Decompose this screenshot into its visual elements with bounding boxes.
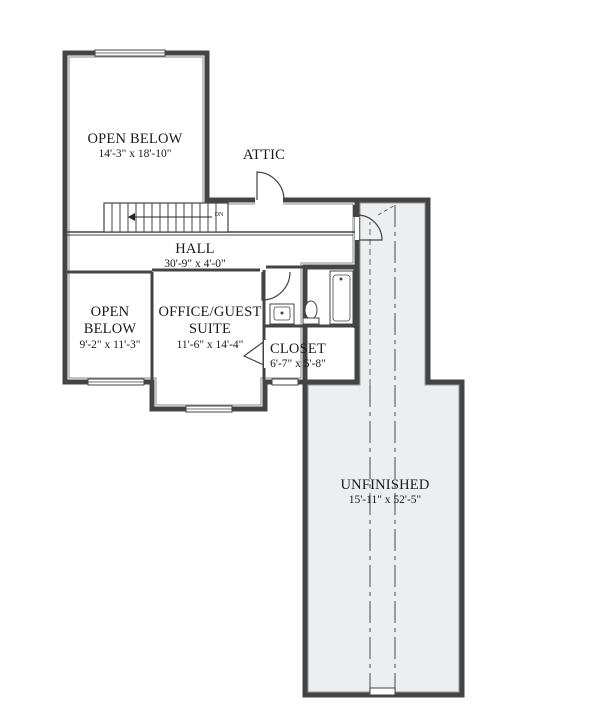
room-name-unfinished: UNFINISHED (340, 477, 430, 493)
room-name-closet: CLOSET (270, 341, 326, 357)
toilet (304, 300, 318, 320)
wall-stub-bath (353, 205, 359, 217)
room-dims-open-below-top: 14'-3" x 18'-10" (98, 148, 172, 160)
bathroom-fixtures (269, 270, 354, 325)
room-dims-closet: 6'-7" x 5'-8" (270, 358, 326, 370)
room-name-office-2: SUITE (188, 321, 232, 337)
room-name-open-below-left-2: BELOW (83, 321, 137, 337)
ridge-line-top (377, 204, 396, 216)
attic-access-opening (369, 687, 396, 696)
attic-door-swing (256, 171, 285, 201)
room-name-hall: HALL (175, 241, 215, 257)
stair (103, 202, 229, 233)
stair-arrow-head (128, 213, 135, 221)
window-closet (271, 378, 299, 386)
room-dims-office: 11'-6" x 14'-4" (176, 339, 244, 351)
bath-door-swing (356, 214, 383, 241)
room-name-open-below-top: OPEN BELOW (87, 131, 183, 147)
stair-direction-label: DN (214, 212, 224, 218)
attic-door-gap (255, 195, 283, 205)
unfinished-area (302, 197, 465, 698)
room-name-attic: ATTIC (242, 147, 286, 163)
room-name-open-below-left-1: OPEN (90, 304, 130, 320)
room-dims-open-below-left: 9'-2" x 11'-3" (79, 339, 141, 351)
room-dims-unfinished: 15'-11" x 52'-5" (348, 494, 422, 506)
closet-door-swing (242, 339, 267, 367)
room-name-office-1: OFFICE/GUEST (158, 304, 262, 320)
unfinished-inner-outline (307, 202, 460, 693)
room-dims-hall: 30'-9" x 4'-0" (164, 258, 226, 270)
